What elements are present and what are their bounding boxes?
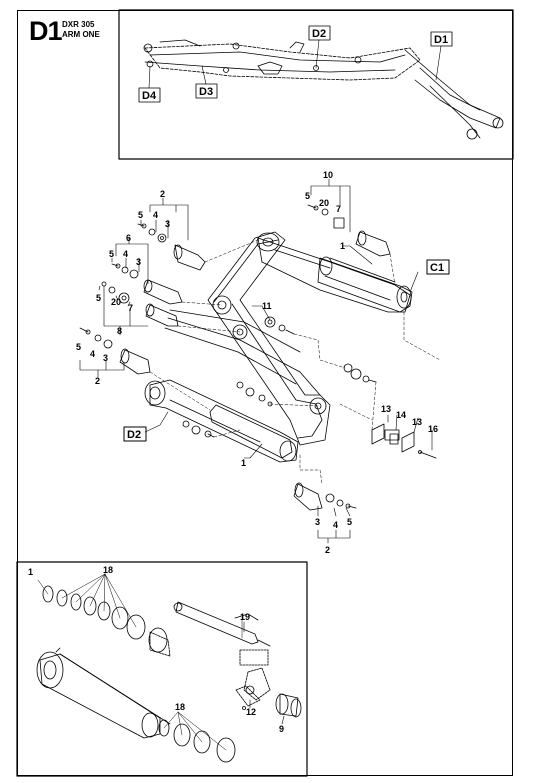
label-2-top: 2 — [160, 189, 165, 199]
label-4-a: 4 — [153, 210, 158, 220]
label-1-mid: 1 — [241, 458, 246, 468]
inset-label-18-bottom: 18 — [175, 702, 185, 712]
model-name: DXR 305 — [62, 20, 95, 29]
inset-label-9: 9 — [279, 724, 284, 734]
label-11: 11 — [262, 301, 272, 311]
overview-arm-drawing — [143, 39, 504, 140]
bracket-parts-13-14 — [371, 423, 437, 459]
pin-group-6 — [111, 263, 183, 305]
inset-end-cap — [235, 667, 271, 710]
pin-group-upper-left — [137, 223, 206, 271]
label-5-b: 5 — [109, 249, 114, 259]
pin-group-right-mid — [343, 363, 377, 383]
label-4-d: 4 — [90, 349, 95, 359]
callout-c1: C1 — [430, 262, 444, 274]
inset-label-18-top: 18 — [103, 565, 113, 575]
overview-callout-box-d1 — [430, 31, 453, 47]
inset-panel — [16, 561, 308, 777]
pin-group-mid — [236, 381, 273, 407]
model-info: DXR 305 ARM ONE — [62, 20, 100, 40]
callout-box-c1 — [426, 259, 450, 275]
label-7-b: 7 — [336, 204, 341, 214]
callout-d2: D2 — [127, 429, 141, 441]
upper-arm-link — [256, 232, 411, 313]
inset-rod-19 — [173, 601, 271, 666]
overview-callout-box-d3 — [195, 83, 218, 99]
overview-callout-d1: D1 — [434, 34, 448, 46]
inset-bushing-9 — [275, 693, 302, 718]
label-14: 14 — [396, 410, 406, 420]
label-5-c: 5 — [96, 293, 101, 303]
pin-group-lower-left — [79, 327, 151, 375]
label-2-bottom: 2 — [325, 545, 330, 555]
inset-seal-kit-bottom — [158, 711, 236, 763]
label-4-b: 4 — [123, 249, 128, 259]
pin-group-8 — [101, 281, 179, 327]
label-3-b: 3 — [136, 257, 141, 267]
section-name: ARM ONE — [62, 30, 100, 39]
inset-label-1: 1 — [28, 567, 33, 577]
label-20-b: 20 — [319, 198, 329, 208]
label-16: 16 — [428, 424, 438, 434]
inset-cylinder-body — [36, 647, 171, 739]
label-8: 8 — [117, 326, 122, 336]
label-4-bottom: 4 — [333, 520, 338, 530]
callout-box-d2 — [123, 426, 147, 442]
label-13-b: 13 — [412, 417, 422, 427]
inset-label-19: 19 — [240, 612, 250, 622]
page-code: D1 — [29, 16, 63, 46]
label-20-a: 20 — [111, 297, 121, 307]
callout-leaders — [79, 178, 433, 544]
pin-group-11 — [264, 316, 295, 335]
label-7-a: 7 — [128, 303, 133, 313]
label-5-a: 5 — [138, 210, 143, 220]
hydraulic-cylinder-bottom — [144, 379, 299, 463]
label-10: 10 — [323, 170, 333, 180]
label-2-left: 2 — [95, 376, 100, 386]
inset-seal-kit-top — [37, 573, 146, 640]
pin-group-d2 — [182, 420, 215, 438]
label-1-top: 1 — [340, 241, 345, 251]
label-6: 6 — [126, 233, 131, 243]
label-3-a: 3 — [165, 219, 170, 229]
lower-link-arm — [164, 309, 321, 396]
label-5-e: 5 — [305, 191, 310, 201]
overview-callout-box-d4 — [138, 87, 161, 103]
overview-callout-d3: D3 — [199, 86, 213, 98]
overview-panel — [118, 9, 514, 160]
inset-piston — [148, 627, 171, 657]
hydraulic-cylinder-top — [317, 256, 413, 313]
inset-label-12: 12 — [246, 707, 256, 717]
overview-callout-d4: D4 — [142, 90, 157, 102]
pin-group-10 — [307, 204, 391, 257]
assembly-guide-lines — [149, 239, 441, 485]
inset-leaders — [243, 621, 285, 725]
label-13-a: 13 — [381, 404, 391, 414]
label-3-d: 3 — [103, 353, 108, 363]
pin-group-bottom — [293, 482, 357, 511]
overview-callout-box-d2 — [308, 25, 331, 41]
label-5-bottom: 5 — [347, 517, 352, 527]
label-5-d: 5 — [76, 342, 81, 352]
label-3-bottom: 3 — [315, 517, 320, 527]
linkage-plate — [207, 231, 331, 446]
overview-callout-d2: D2 — [312, 28, 326, 40]
